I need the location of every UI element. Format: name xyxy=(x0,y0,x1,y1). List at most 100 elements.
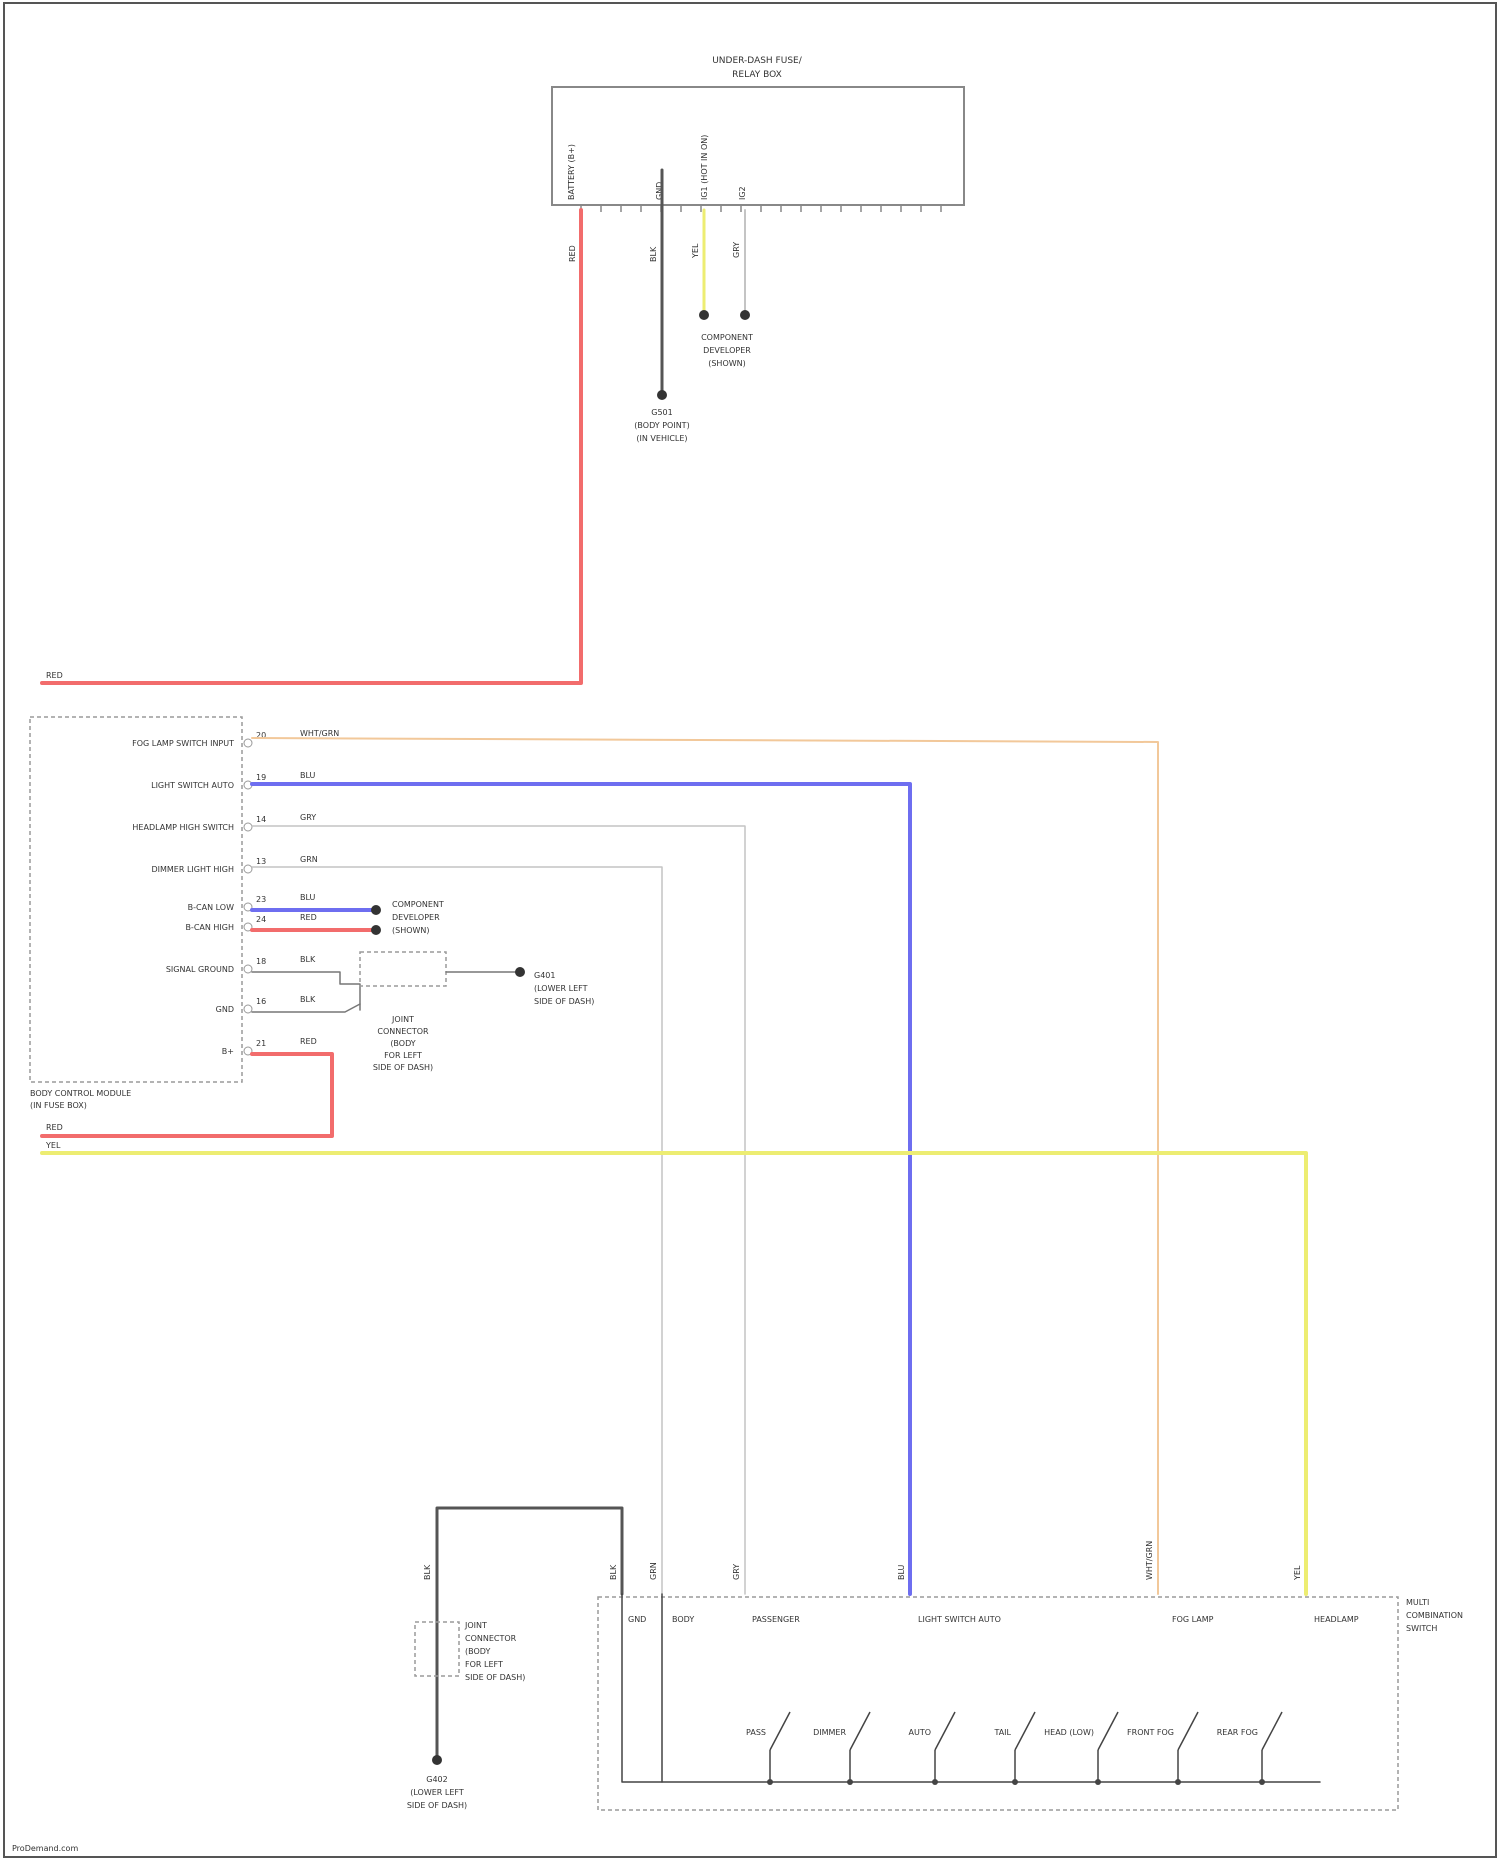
section-label-headlamp: HEADLAMP xyxy=(1314,1615,1359,1624)
g401-label-line2: (LOWER LEFT xyxy=(534,984,588,993)
left-row-pin: 24 xyxy=(256,915,266,924)
left-row-wire-label: WHT/GRN xyxy=(300,729,339,738)
blk-wire-label-loop: BLK xyxy=(423,1564,432,1580)
bottom-joint-label-line5: SIDE OF DASH) xyxy=(465,1673,525,1682)
ground-point-g501 xyxy=(657,390,667,400)
black-signal-ground-wire xyxy=(252,972,360,1010)
bottom-wire-label-blu: BLU xyxy=(897,1564,906,1580)
left-row-label: LIGHT SWITCH AUTO xyxy=(151,781,234,790)
gray-headlamp-wire xyxy=(252,826,745,1594)
left-joint-label-line2: CONNECTOR xyxy=(377,1027,429,1036)
bottom-wire-label-gry: GRY xyxy=(732,1564,741,1580)
left-row-label: GND xyxy=(216,1005,234,1014)
top-pin-label-ig2: IG2 xyxy=(738,186,747,200)
switch-node xyxy=(1095,1779,1101,1785)
left-row-label: SIGNAL GROUND xyxy=(166,965,234,974)
switch-label: HEAD (LOW) xyxy=(1044,1728,1094,1737)
left-joint-label-line4: FOR LEFT xyxy=(384,1051,422,1060)
bottom-joint-label-line1: JOINT xyxy=(464,1621,487,1630)
red-battery-wire xyxy=(42,210,581,683)
connector-node-yellow xyxy=(699,310,709,320)
left-row-pin-circle xyxy=(244,1005,252,1013)
bottom-wire-label-wht-grn: WHT/GRN xyxy=(1145,1541,1154,1580)
bottom-wire-label-yel: YEL xyxy=(1293,1565,1302,1581)
g501-label-line1: G501 xyxy=(651,408,672,417)
left-row-wire-label: RED xyxy=(300,1037,317,1046)
left-row-pin: 21 xyxy=(256,1039,266,1048)
switch-label: DIMMER xyxy=(813,1728,846,1737)
left-row-pin-circle xyxy=(244,823,252,831)
can-low-node xyxy=(371,905,381,915)
switch-blade xyxy=(770,1712,790,1750)
red-wire-label-top: RED xyxy=(568,245,577,262)
g402-label-line2: (LOWER LEFT xyxy=(410,1788,464,1797)
section-label-passenger: PASSENGER xyxy=(752,1615,800,1624)
left-joint-label-line3: (BODY xyxy=(390,1039,415,1048)
left-joint-label-line5: SIDE OF DASH) xyxy=(373,1063,433,1072)
bottom-joint-label-line4: FOR LEFT xyxy=(465,1660,503,1669)
blue-light-switch-wire xyxy=(252,784,910,1594)
yellow-long-wire xyxy=(42,1153,1306,1594)
left-module-box xyxy=(30,717,242,1082)
top-connector-label-line2: DEVELOPER xyxy=(703,346,751,355)
blk-wire-label-top: BLK xyxy=(649,246,658,262)
section-label-gnd: GND xyxy=(628,1615,646,1624)
switch-node xyxy=(767,1779,773,1785)
left-row-pin-circle xyxy=(244,739,252,747)
g401-label-line1: G401 xyxy=(534,971,555,980)
g402-label-line1: G402 xyxy=(426,1775,447,1784)
bottom-joint-label-line2: CONNECTOR xyxy=(465,1634,517,1643)
left-joint-connector-box xyxy=(360,952,446,986)
switch-blade xyxy=(1178,1712,1198,1750)
switch-blade xyxy=(850,1712,870,1750)
bottom-wire-label-grn: GRN xyxy=(649,1562,658,1580)
bottom-module-title-line2: COMBINATION xyxy=(1406,1611,1463,1620)
top-module-title-line2: RELAY BOX xyxy=(732,70,782,80)
left-row-pin: 23 xyxy=(256,895,266,904)
switch-label: PASS xyxy=(746,1728,766,1737)
bottom-joint-label-line3: (BODY xyxy=(465,1647,490,1656)
switch-blade xyxy=(1262,1712,1282,1750)
ground-point-g401 xyxy=(515,967,525,977)
g401-label-line3: SIDE OF DASH) xyxy=(534,997,594,1006)
yel-wire-label-bottom-left: YEL xyxy=(45,1141,61,1150)
left-joint-label-line1: JOINT xyxy=(391,1015,414,1024)
left-row-pin: 13 xyxy=(256,857,266,866)
left-row-wire-label: BLU xyxy=(300,893,316,902)
left-row-wire-label: BLU xyxy=(300,771,316,780)
bottom-module-box xyxy=(598,1597,1398,1810)
top-module-title-line1: UNDER-DASH FUSE/ xyxy=(712,56,803,66)
left-row-wire-label: BLK xyxy=(300,995,316,1004)
bottom-switch-row: PASSDIMMERAUTOTAILHEAD (LOW)FRONT FOGREA… xyxy=(746,1712,1282,1785)
bottom-module-title-line3: SWITCH xyxy=(1406,1624,1437,1633)
left-row-pin: 18 xyxy=(256,957,266,966)
left-row-label: B+ xyxy=(222,1047,234,1056)
top-pin-label-battery: BATTERY (B+) xyxy=(567,144,576,200)
g501-label-line2: (BODY POINT) xyxy=(634,421,689,430)
switch-node xyxy=(932,1779,938,1785)
top-connector-label-line1: COMPONENT xyxy=(701,333,753,342)
left-module-title-line1: BODY CONTROL MODULE xyxy=(30,1089,131,1098)
top-connector-label-line3: (SHOWN) xyxy=(708,359,746,368)
section-label-fog-lamp: FOG LAMP xyxy=(1172,1615,1214,1624)
red-wire-label-bottom-left: RED xyxy=(46,1123,63,1132)
red-wire-label-left: RED xyxy=(46,671,63,680)
g402-label-line3: SIDE OF DASH) xyxy=(407,1801,467,1810)
left-row-label: B-CAN HIGH xyxy=(185,923,234,932)
switch-node xyxy=(847,1779,853,1785)
left-row-pin: 19 xyxy=(256,773,266,782)
can-label-line2: DEVELOPER xyxy=(392,913,440,922)
can-label-line1: COMPONENT xyxy=(392,900,444,909)
section-label-light-switch-auto: LIGHT SWITCH AUTO xyxy=(918,1615,1001,1624)
left-row-label: HEADLAMP HIGH SWITCH xyxy=(132,823,234,832)
switch-blade xyxy=(1098,1712,1118,1750)
left-row-wire-label: BLK xyxy=(300,955,316,964)
left-row-pin: 14 xyxy=(256,815,266,824)
multi-combination-switch: MULTI COMBINATION SWITCH GND BODY PASSEN… xyxy=(598,1594,1463,1810)
left-row-label: FOG LAMP SWITCH INPUT xyxy=(132,739,234,748)
gry-wire-label-top: GRY xyxy=(732,242,741,258)
bottom-wire-label-blk: BLK xyxy=(609,1564,618,1580)
bottom-module-title-line1: MULTI xyxy=(1406,1598,1429,1607)
